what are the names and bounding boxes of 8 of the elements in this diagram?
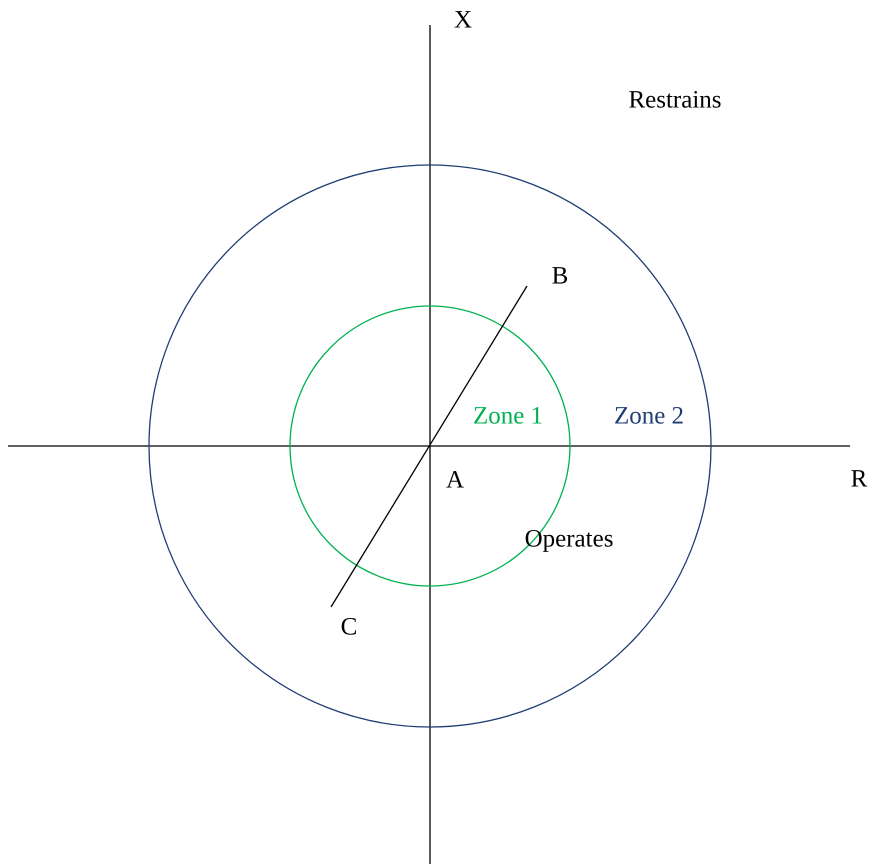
region-label: Restrains	[628, 88, 722, 112]
point-label: C	[340, 614, 358, 640]
axis-label: R	[850, 466, 868, 492]
axis-label: X	[454, 8, 472, 32]
zone-label: Zone 2	[614, 404, 684, 428]
point-label: B	[552, 264, 568, 288]
point-label: A	[446, 468, 464, 492]
zone-label: Zone 1	[472, 404, 544, 428]
